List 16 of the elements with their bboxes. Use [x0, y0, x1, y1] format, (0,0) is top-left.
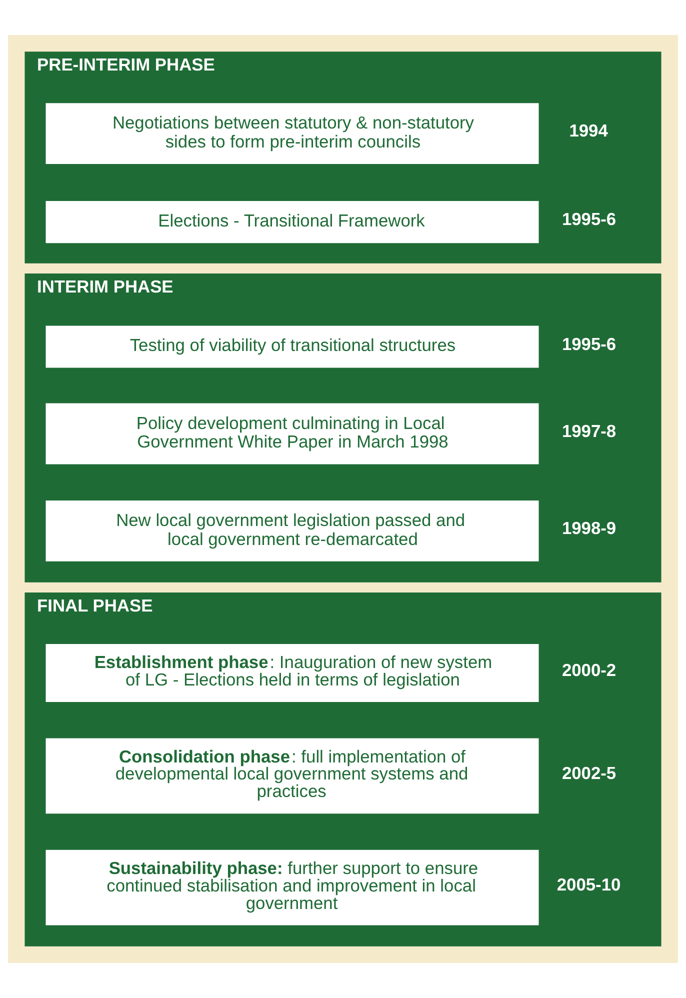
node-box: Consolidation phase: full implementation of developmental local government systems and practices [46, 738, 539, 814]
node-box: Testing of viability of transitional structures [46, 326, 539, 368]
node-box: Elections - Transitional Framework [46, 201, 539, 244]
node-box: New local government legislation passed and local government re-demarcated [46, 500, 539, 562]
node-box: Policy development culminating in Local Government White Paper in March 1998 [46, 403, 539, 464]
node-label: 1995-6 [562, 209, 616, 230]
node-label: 1995-6 [562, 334, 616, 354]
node-box: Sustainability phase: further support to ensure continued stabilisation and improvement in local government [46, 850, 539, 926]
node-label: 2000-2 [562, 660, 616, 680]
node-label: 1997-8 [562, 420, 616, 441]
node-label: 2005-10 [556, 874, 621, 895]
node-label: 1998-9 [562, 518, 616, 538]
node-label: 1994 [569, 120, 608, 141]
node-box: Establishment phase: Inauguration of new system of LG - Elections held in terms of legislation [46, 644, 539, 702]
node-box: Negotiations between statutory & non-statutory sides to form pre-interim councils [46, 103, 539, 164]
node-label: 2002-5 [562, 762, 616, 783]
